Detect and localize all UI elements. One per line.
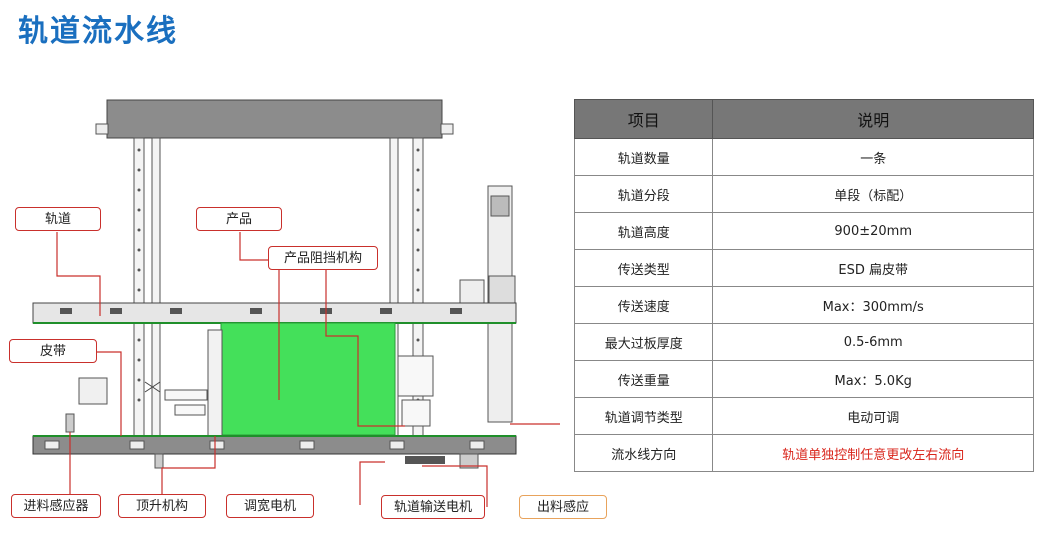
conveyor-diagram: [32, 99, 560, 507]
header-item: 项目: [573, 99, 714, 139]
row-item: 传送速度: [573, 286, 714, 324]
table-row: 流水线方向 轨道单独控制任意更改左右流向: [573, 434, 1034, 472]
row-description-highlight: 轨道单独控制任意更改左右流向: [712, 434, 1034, 472]
table-row: 轨道高度 900±20mm: [573, 212, 1034, 250]
top-beam-bracket-left: [95, 123, 109, 135]
callout-stopper: 产品阻挡机构: [268, 246, 378, 270]
row-description: Max：300mm/s: [712, 286, 1034, 324]
motor-right: [459, 453, 479, 469]
row-description: 一条: [712, 138, 1034, 176]
table-row: 传送类型 ESD 扁皮带: [573, 249, 1034, 287]
callout-in-sensor: 进料感应器: [11, 494, 101, 518]
table-row: 最大过板厚度 0.5-6mm: [573, 323, 1034, 361]
row-description: 单段（标配）: [712, 175, 1034, 213]
product-board: [220, 322, 396, 436]
row-item: 轨道调节类型: [573, 397, 714, 435]
callout-width-motor: 调宽电机: [226, 494, 314, 518]
row-item: 轨道数量: [573, 138, 714, 176]
callout-conveyor-motor: 轨道输送电机: [381, 495, 485, 519]
row-description: 电动可调: [712, 397, 1034, 435]
row-item: 传送重量: [573, 360, 714, 398]
upper-rail: [32, 302, 517, 324]
motor-left: [154, 453, 164, 469]
row-item: 轨道分段: [573, 175, 714, 213]
top-beam: [106, 99, 443, 139]
table-row: 传送重量 Max：5.0Kg: [573, 360, 1034, 398]
callout-out-sensor: 出料感应: [519, 495, 607, 519]
table-row: 轨道调节类型 电动可调: [573, 397, 1034, 435]
header-description: 说明: [712, 99, 1034, 139]
row-description: Max：5.0Kg: [712, 360, 1034, 398]
spec-table: 项目 说明 轨道数量 一条 轨道分段 单段（标配） 轨道高度 900±20mm …: [573, 99, 1034, 472]
lift-plate: [207, 329, 223, 437]
callout-belt: 皮带: [9, 339, 97, 363]
row-item: 流水线方向: [573, 434, 714, 472]
row-item: 传送类型: [573, 249, 714, 287]
post-holes: [137, 148, 420, 402]
row-description: 0.5-6mm: [712, 323, 1034, 361]
callout-lift: 顶升机构: [118, 494, 206, 518]
spec-table-header-row: 项目 说明: [573, 99, 1034, 139]
row-item: 最大过板厚度: [573, 323, 714, 361]
row-description: 900±20mm: [712, 212, 1034, 250]
table-row: 传送速度 Max：300mm/s: [573, 286, 1034, 324]
table-row: 轨道分段 单段（标配）: [573, 175, 1034, 213]
gear-assembly: [405, 456, 445, 464]
page-title: 轨道流水线: [18, 14, 178, 49]
row-description: ESD 扁皮带: [712, 249, 1034, 287]
lower-rail: [32, 435, 517, 455]
leader-lines: [56, 232, 560, 507]
callout-product: 产品: [196, 207, 282, 231]
sensor-bracket: [78, 377, 108, 405]
callout-track: 轨道: [15, 207, 101, 231]
table-row: 轨道数量 一条: [573, 138, 1034, 176]
row-item: 轨道高度: [573, 212, 714, 250]
top-beam-bracket-right: [440, 123, 454, 135]
